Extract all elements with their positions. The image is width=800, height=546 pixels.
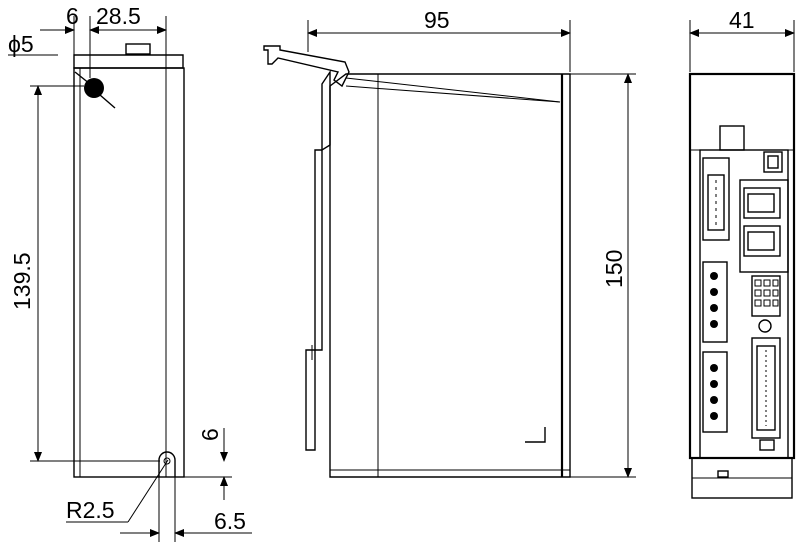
front-top-clip bbox=[125, 43, 151, 55]
rear-body bbox=[688, 72, 796, 460]
dim-slot-radius: R2.5 bbox=[66, 497, 115, 523]
dim-hole-diameter: ϕ5 bbox=[8, 31, 34, 57]
side-body bbox=[329, 73, 571, 478]
rear-view bbox=[688, 72, 796, 499]
dim-front-width: 28.5 bbox=[96, 3, 141, 29]
mounting-slot bbox=[158, 451, 176, 477]
rear-dimensions: 41 bbox=[689, 7, 795, 72]
front-dimensions: 6 28.5 ϕ5 139.5 6 R2.5 6.5 bbox=[8, 3, 252, 542]
dim-front-height: 139.5 bbox=[9, 252, 35, 310]
side-view bbox=[263, 45, 571, 478]
side-dimensions: 95 150 bbox=[307, 7, 636, 478]
dim-rear-width: 41 bbox=[729, 7, 755, 33]
dim-side-height: 150 bbox=[601, 250, 627, 288]
dim-slot-height: 6 bbox=[197, 428, 223, 441]
dim-side-depth: 95 bbox=[424, 7, 450, 33]
dim-front-hole-offset: 6 bbox=[66, 3, 79, 29]
front-body bbox=[73, 67, 185, 478]
dim-slot-offset: 6.5 bbox=[214, 508, 246, 534]
front-view bbox=[73, 43, 185, 478]
